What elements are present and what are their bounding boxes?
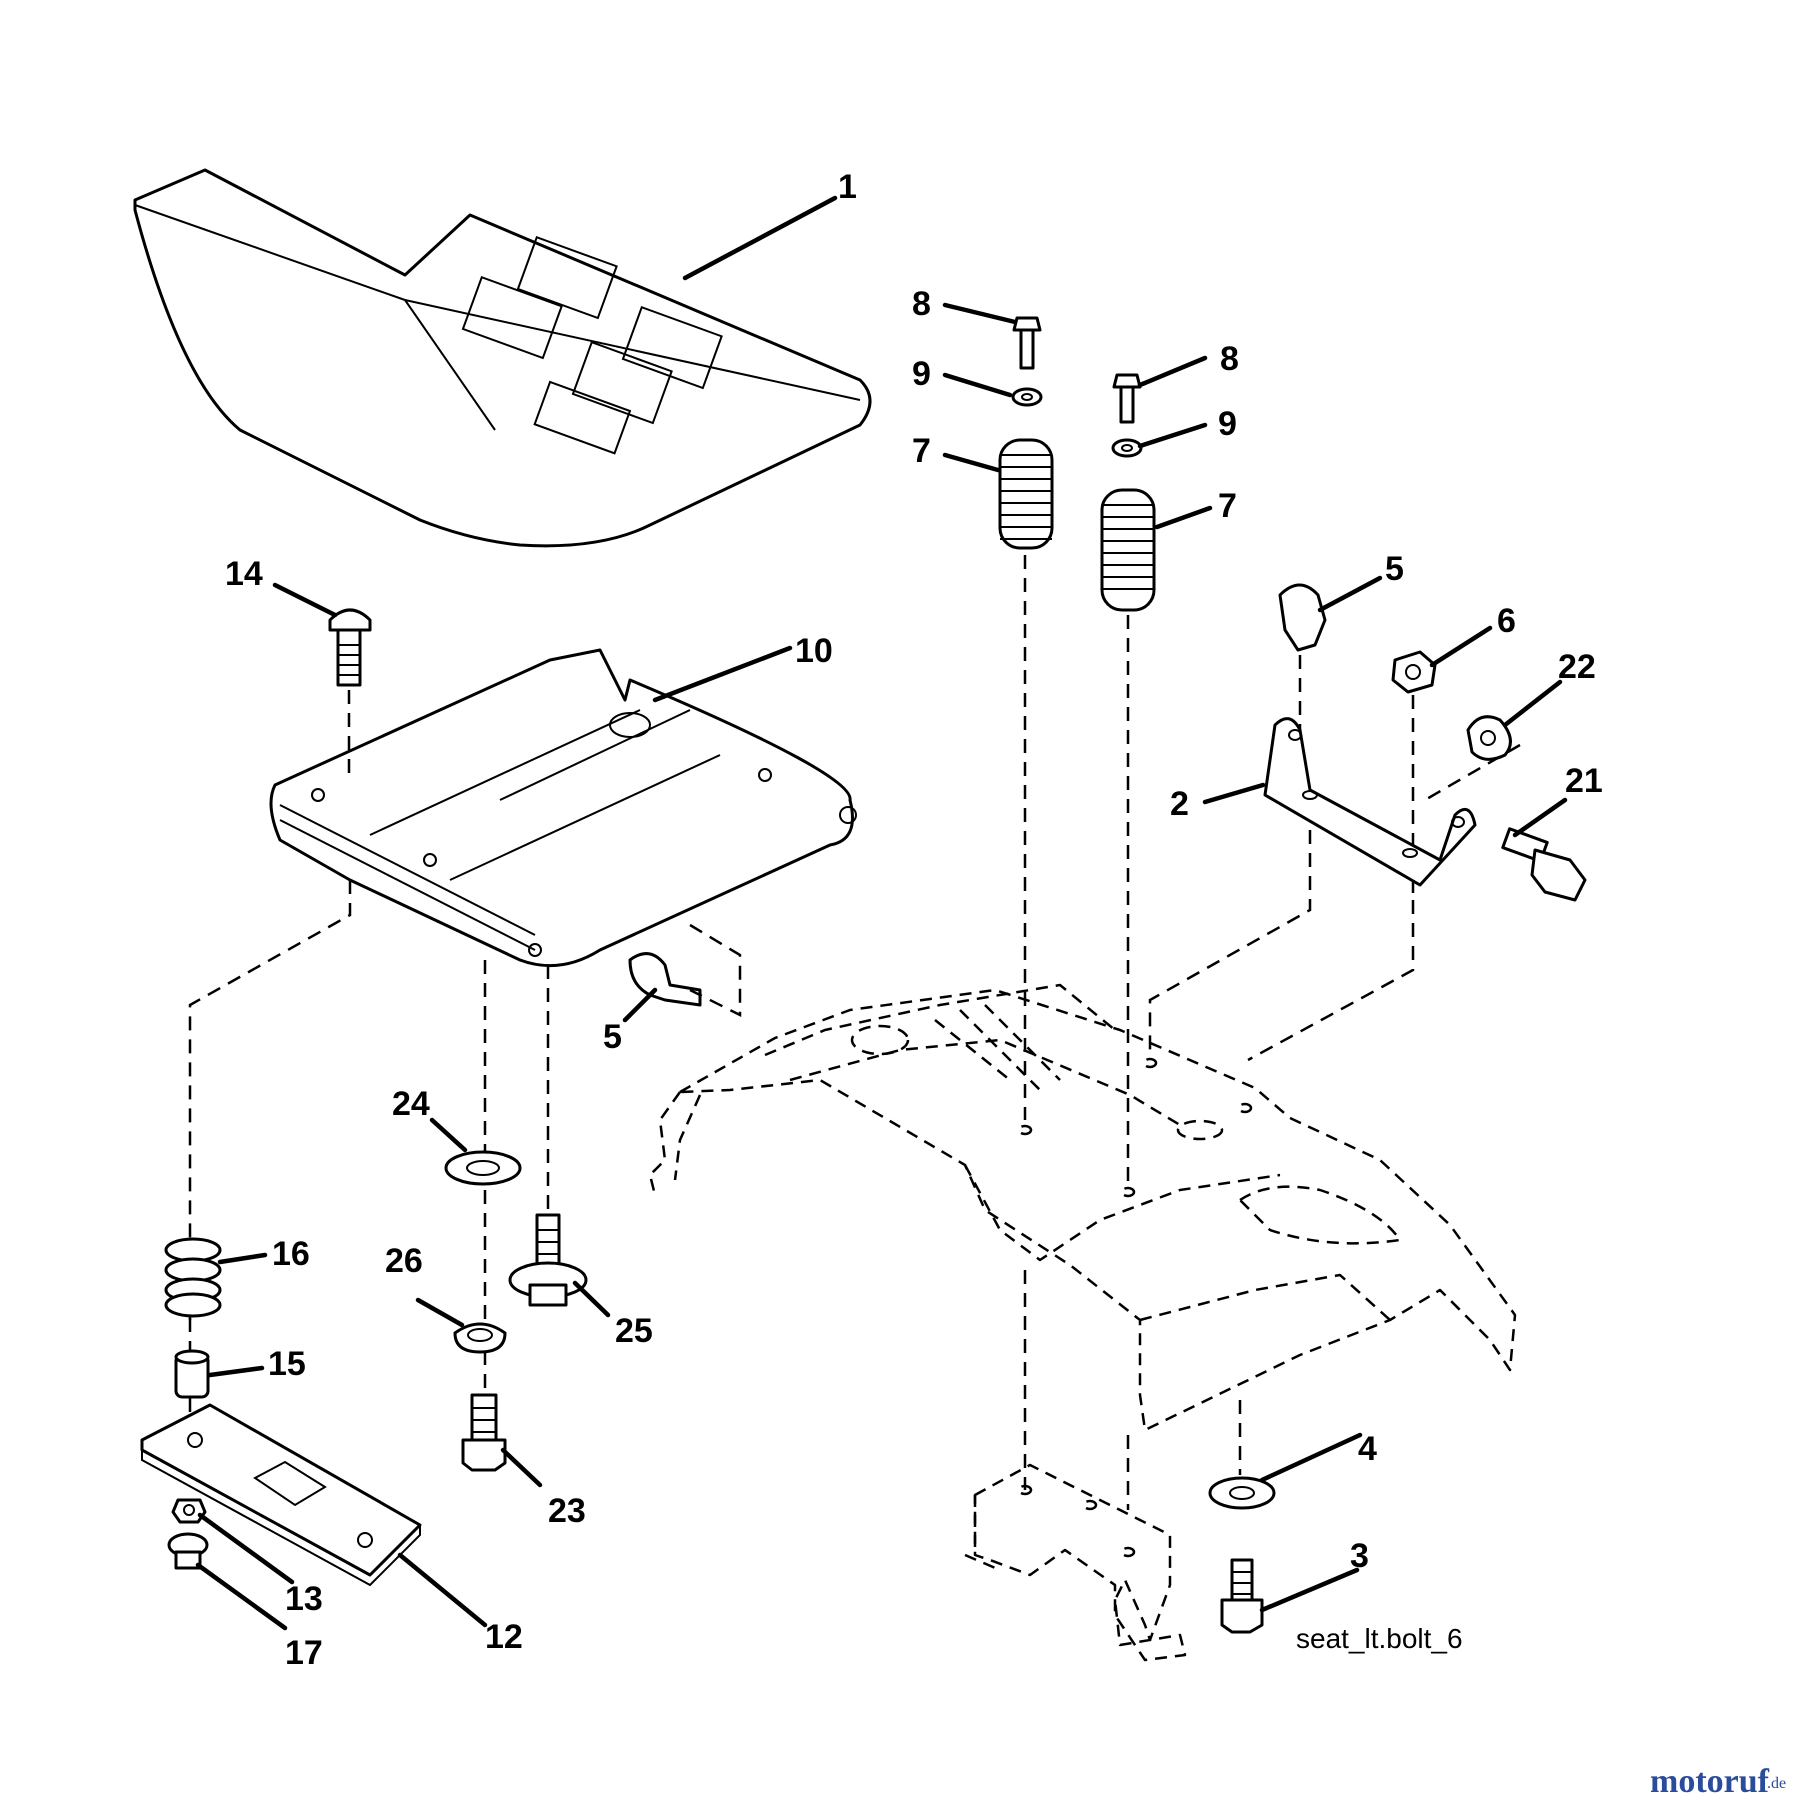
hex-bolt-23 — [461, 1393, 507, 1472]
clip-lower — [628, 952, 702, 1007]
watermark-logo: motoruf .de — [1650, 1763, 1786, 1800]
washer-24 — [444, 1150, 522, 1186]
flange-bolt-21 — [1501, 827, 1587, 902]
washer-9-left — [1011, 387, 1043, 407]
spring-7-right — [1100, 488, 1156, 612]
callout-2: 2 — [1170, 785, 1189, 823]
svg-text:.de: .de — [1767, 1775, 1786, 1792]
callout-1: 1 — [838, 168, 857, 206]
callout-26: 26 — [385, 1242, 423, 1280]
callout-5-upper: 5 — [1385, 550, 1404, 588]
callout-23: 23 — [548, 1492, 586, 1530]
lower-mount — [964, 1463, 1187, 1662]
bolt-3 — [1220, 1558, 1264, 1634]
callout-3: 3 — [1350, 1537, 1369, 1575]
callout-9-right: 9 — [1218, 405, 1237, 443]
lock-washer-26 — [453, 1322, 507, 1354]
diagram-reference-code: seat_lt.bolt_6 — [1296, 1623, 1463, 1654]
bolt-8-left — [1012, 316, 1042, 370]
nut-13 — [171, 1498, 207, 1524]
svg-text:motoruf: motoruf — [1650, 1763, 1770, 1800]
callout-8-left: 8 — [912, 285, 931, 323]
callout-12: 12 — [485, 1618, 523, 1656]
callout-10: 10 — [795, 632, 833, 670]
nut-6 — [1391, 650, 1437, 694]
callout-6: 6 — [1497, 602, 1516, 640]
callout-17: 17 — [285, 1634, 323, 1672]
callout-7-right: 7 — [1218, 487, 1237, 525]
callout-25: 25 — [615, 1312, 653, 1350]
callout-24: 24 — [392, 1085, 430, 1123]
callout-13: 13 — [285, 1580, 323, 1618]
carriage-bolt — [328, 608, 372, 687]
seat — [133, 168, 872, 548]
callout-8-right: 8 — [1220, 340, 1239, 378]
callout-4: 4 — [1358, 1430, 1377, 1468]
callout-21: 21 — [1565, 762, 1603, 800]
flange-nut-22 — [1466, 715, 1512, 761]
callout-9-left: 9 — [912, 355, 931, 393]
flange-nut-17 — [167, 1532, 209, 1570]
spacer-15 — [174, 1349, 210, 1399]
seat-pan — [269, 648, 857, 968]
callout-7-left: 7 — [912, 432, 931, 470]
callout-15: 15 — [268, 1345, 306, 1383]
callout-16: 16 — [272, 1235, 310, 1273]
callout-14: 14 — [225, 555, 263, 593]
flange-bolt-25 — [508, 1213, 588, 1307]
seat-bracket-2 — [1263, 717, 1477, 887]
bolt-8-right — [1112, 373, 1142, 424]
callout-22: 22 — [1558, 648, 1596, 686]
washer-4 — [1208, 1476, 1276, 1510]
spring-16 — [164, 1237, 222, 1318]
clip-upper — [1278, 583, 1327, 652]
callout-5-lower: 5 — [603, 1018, 622, 1056]
washer-9-right — [1111, 438, 1143, 458]
frame — [648, 983, 1517, 1432]
bracket-plate-12 — [140, 1403, 422, 1587]
spring-7-left — [998, 438, 1054, 550]
